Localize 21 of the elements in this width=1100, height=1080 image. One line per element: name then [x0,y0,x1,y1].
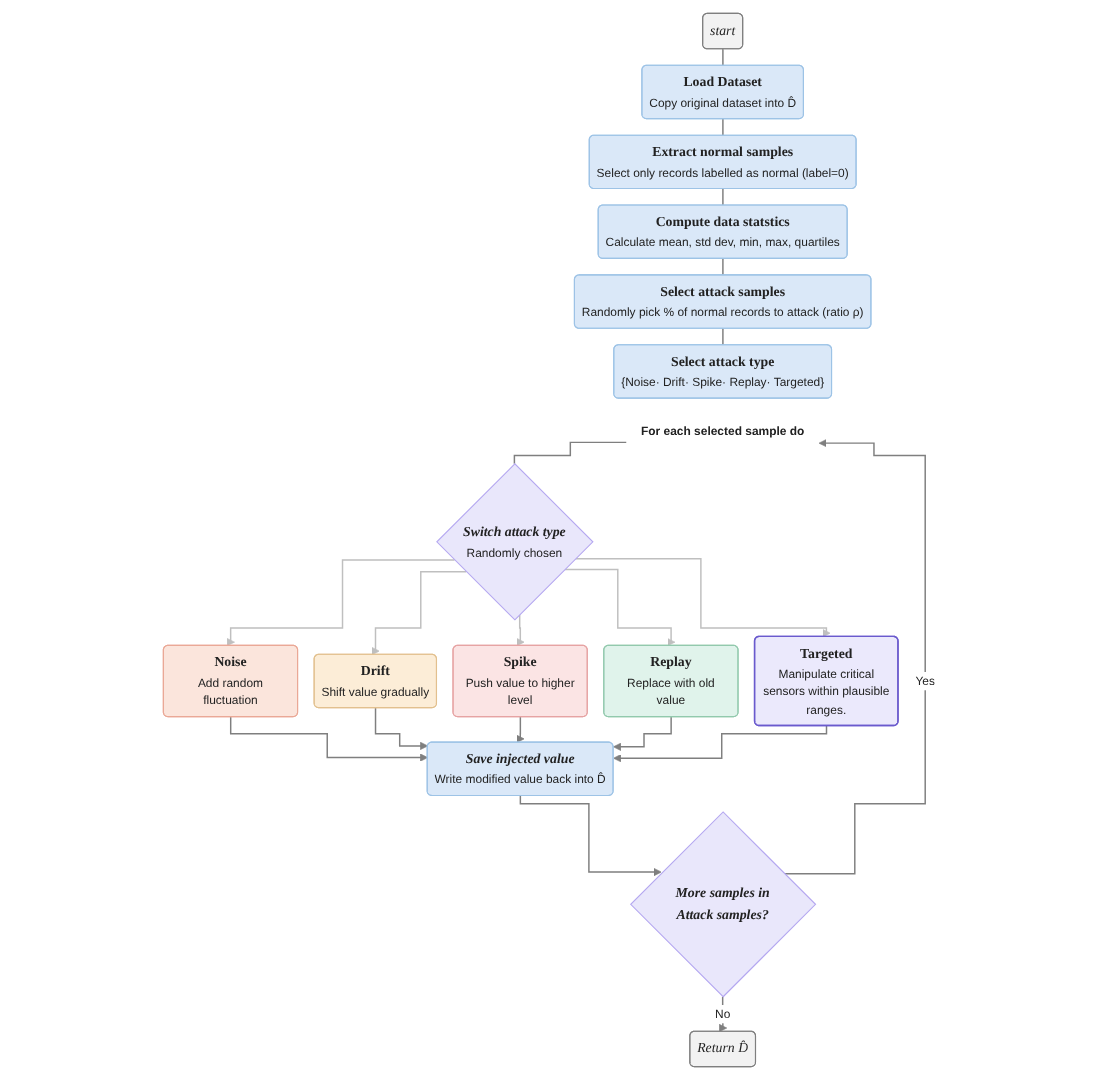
arrow [719,996,728,1033]
arrow [372,570,468,656]
arrow [230,716,429,762]
connector [723,327,725,346]
connector [723,188,725,207]
connector [723,48,725,67]
connector [723,258,725,277]
arrow [517,716,526,743]
connector [514,441,628,465]
connector [723,118,725,137]
arrow [520,795,663,877]
arrow [517,614,526,647]
node-diamond [630,811,818,998]
arrow [575,558,832,638]
arrow [375,707,429,750]
arrow [613,716,673,751]
arrow [614,725,829,763]
arrow [564,568,677,647]
arrow [784,439,927,875]
node-diamond [436,463,595,621]
arrow [227,559,457,647]
